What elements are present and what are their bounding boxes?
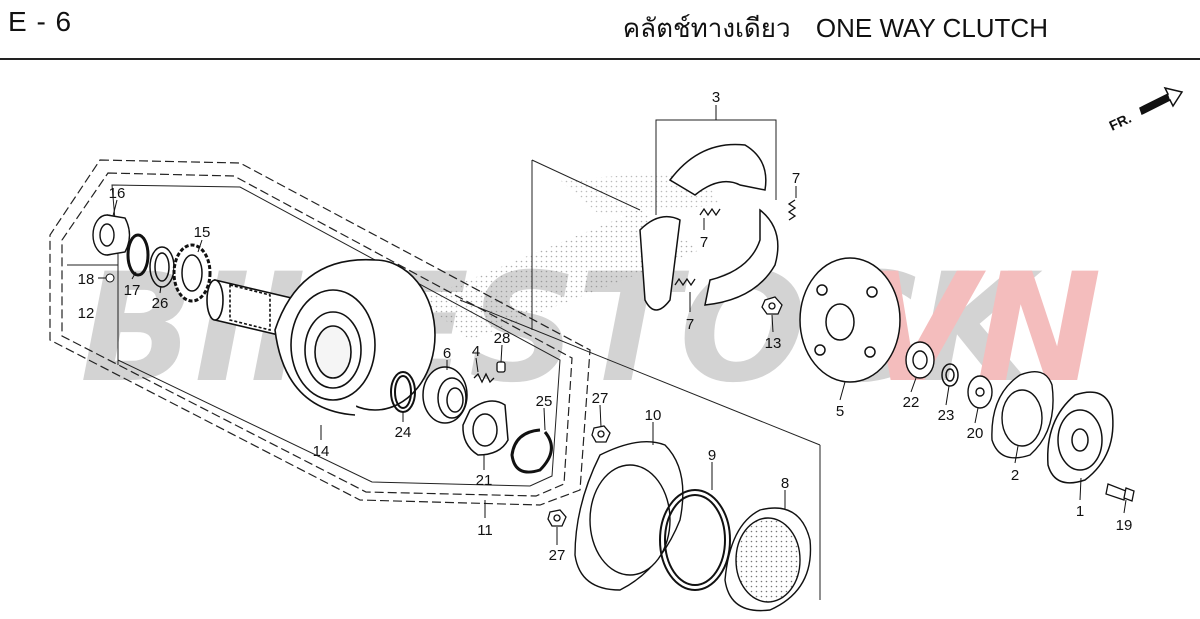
- part-20-bushing: [967, 375, 993, 409]
- part-5-drive-plate: [799, 257, 901, 383]
- leader-lines: [98, 105, 1127, 545]
- part-8-plate: [724, 507, 812, 612]
- part-7-spring-c: [787, 199, 797, 221]
- assembly-outline-11: [49, 159, 591, 506]
- callout-24: 24: [395, 424, 412, 441]
- callout-1: 1: [1076, 503, 1084, 520]
- callout-7-right: 7: [792, 170, 800, 187]
- callout-11: 11: [477, 522, 493, 539]
- callout-20: 20: [967, 425, 984, 442]
- callout-12: 12: [78, 305, 95, 322]
- callout-16: 16: [109, 185, 126, 202]
- part-16-collar: [92, 214, 131, 256]
- part-10-gasket: [574, 440, 684, 591]
- part-22-collar: [905, 341, 935, 379]
- callout-7-center: 7: [700, 234, 708, 251]
- callout-17: 17: [124, 282, 141, 299]
- part-27-nut-lower: [547, 509, 567, 527]
- callout-22: 22: [903, 394, 920, 411]
- part-15-gear: [172, 243, 212, 303]
- part-1-cover: [1046, 391, 1114, 484]
- part-2-gasket: [991, 371, 1054, 459]
- callout-10: 10: [645, 407, 662, 424]
- part-18-pin: [105, 273, 115, 283]
- part-19-bolt: [1105, 483, 1135, 502]
- callout-9: 9: [708, 447, 716, 464]
- callout-14: 14: [313, 443, 330, 460]
- part-23-washer: [941, 363, 959, 387]
- part-7-spring-b: [674, 277, 696, 287]
- title-thai: คลัตช์ทางเดียว: [622, 13, 791, 43]
- callout-26: 26: [152, 295, 169, 312]
- part-4-spring: [473, 372, 495, 384]
- title-english: ONE WAY CLUTCH: [815, 13, 1048, 43]
- diagram-code: E - 6: [8, 6, 73, 37]
- front-direction-arrow-icon: FR.: [1107, 86, 1184, 134]
- part-3-clutch-shoes: [639, 143, 779, 311]
- callout-19: 19: [1116, 517, 1133, 534]
- callout-27-lower: 27: [549, 547, 566, 564]
- part-6-clutch-cage: [422, 366, 468, 424]
- projection-lines: [459, 159, 821, 600]
- callout-15: 15: [194, 224, 211, 241]
- callout-18: 18: [78, 271, 95, 288]
- callout-7-lower: 7: [686, 316, 694, 333]
- part-21-side-plate: [462, 400, 509, 456]
- part-9-o-ring: [659, 489, 731, 591]
- diagram-title: คลัตช์ทางเดียว ONE WAY CLUTCH: [623, 8, 1048, 49]
- part-13-nut: [761, 296, 783, 315]
- part-7-spring-a: [699, 207, 721, 217]
- part-27-nut-upper: [591, 425, 611, 443]
- part-17-circlip: [126, 233, 150, 277]
- callout-23: 23: [938, 407, 955, 424]
- callout-2: 2: [1011, 467, 1019, 484]
- callout-5: 5: [836, 403, 844, 420]
- callout-6: 6: [443, 345, 451, 362]
- callout-28: 28: [494, 330, 511, 347]
- group-box-12: [67, 264, 119, 365]
- callout-27-upper: 27: [592, 390, 609, 407]
- callout-13: 13: [765, 335, 782, 352]
- callout-8: 8: [781, 475, 789, 492]
- callout-25: 25: [536, 393, 553, 410]
- callout-3: 3: [712, 89, 720, 106]
- callout-21: 21: [476, 472, 493, 489]
- part-25-circlip: [510, 428, 553, 474]
- header-divider: [0, 58, 1200, 60]
- callout-4: 4: [472, 343, 480, 360]
- callout-labels: 1 2 3 4 5 6 7 7 7 8 9 10 11 12 13 14 15 …: [78, 89, 1133, 564]
- front-direction-label: FR.: [1107, 110, 1134, 134]
- part-28-roller: [496, 361, 506, 373]
